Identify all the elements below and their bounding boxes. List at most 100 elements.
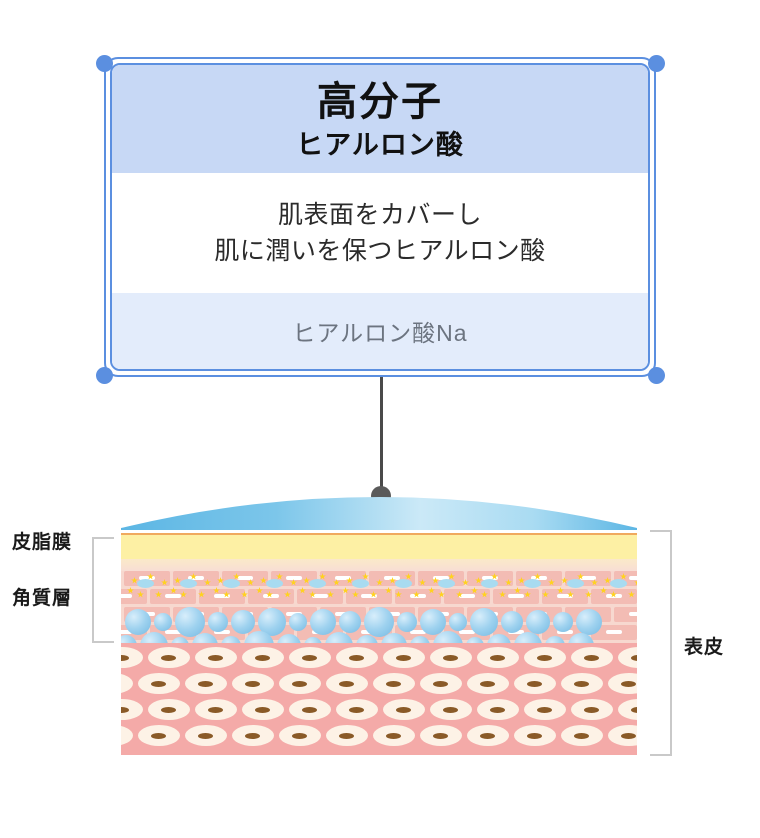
cell-nucleus [480, 733, 495, 739]
corner-dot-bottom-right [648, 367, 665, 384]
hyaluronic-fragment [438, 579, 455, 588]
cell-nucleus [631, 655, 637, 661]
cell-nucleus [527, 681, 542, 687]
nmf-particle [342, 587, 349, 594]
nmf-particle [299, 587, 306, 594]
nmf-particle [471, 587, 478, 594]
hyaluronic-fragment [223, 579, 240, 588]
sebum-transition-layer [121, 559, 637, 571]
hyaluronic-fragment [610, 579, 627, 588]
cell-nucleus [339, 733, 354, 739]
hyaluronic-acid-sphere [208, 612, 228, 632]
corneum-cell-gap [335, 576, 351, 580]
nmf-particle [180, 591, 187, 598]
nmf-particle [462, 579, 469, 586]
corner-dot-top-right [648, 55, 665, 72]
cell-nucleus [386, 733, 401, 739]
cell-nucleus [151, 733, 166, 739]
nmf-particle [352, 591, 359, 598]
nmf-particle [127, 587, 134, 594]
corneum-cell-gap [361, 594, 377, 598]
nmf-particle [284, 591, 291, 598]
cell-nucleus [339, 681, 354, 687]
nmf-particle [346, 577, 353, 584]
cell-nucleus [121, 655, 129, 661]
nmf-particle [432, 577, 439, 584]
cell-nucleus [255, 707, 270, 713]
corneum-cell-gap [384, 576, 400, 580]
hyaluronic-acid-sphere [325, 632, 353, 643]
water-film-layer [121, 497, 637, 530]
nmf-particle [514, 587, 521, 594]
cell-nucleus [245, 681, 260, 687]
epidermis-cell [618, 647, 637, 668]
card-subtitle: ヒアルロン酸 [296, 130, 464, 160]
info-card: 高分子 ヒアルロン酸 肌表面をカバーし 肌に潤いを保つヒアルロン酸 ヒアルロン酸… [104, 57, 656, 377]
info-card-inner-frame: 高分子 ヒアルロン酸 肌表面をカバーし 肌に潤いを保つヒアルロン酸 ヒアルロン酸… [110, 63, 650, 371]
nmf-particle [505, 579, 512, 586]
nmf-particle [419, 579, 426, 586]
hyaluronic-acid-sphere [125, 609, 151, 635]
nmf-particle [481, 591, 488, 598]
nmf-particle [620, 573, 627, 580]
hyaluronic-acid-sphere [364, 607, 394, 637]
nmf-particle [634, 579, 637, 586]
nmf-particle [217, 577, 224, 584]
nmf-particle [233, 573, 240, 580]
nmf-particle [256, 587, 263, 594]
nmf-particle [204, 579, 211, 586]
hyaluronic-acid-sphere [545, 636, 565, 643]
corneum-cell-gap [459, 630, 475, 634]
cell-nucleus [161, 707, 176, 713]
nmf-particle [376, 579, 383, 586]
corneum-cell-gap [580, 576, 596, 580]
hyaluronic-acid-sphere [310, 609, 336, 635]
hyaluronic-fragment [137, 579, 154, 588]
skin-cross-section-diagram [121, 476, 637, 755]
card-footer: ヒアルロン酸Na [112, 293, 648, 369]
nmf-particle [585, 591, 592, 598]
hyaluronic-acid-sphere [470, 608, 498, 636]
hyaluronic-acid-sphere [356, 635, 378, 643]
corneum-cell-gap [237, 576, 253, 580]
cell-nucleus [198, 733, 213, 739]
hyaluronic-acid-sphere [449, 613, 467, 631]
hyaluronic-acid-sphere [339, 611, 361, 633]
cell-nucleus [198, 681, 213, 687]
nmf-particle [266, 591, 273, 598]
hyaluronic-acid-sphere [175, 607, 205, 637]
cell-nucleus [255, 655, 270, 661]
cell-nucleus [302, 707, 317, 713]
hyaluronic-fragment [352, 579, 369, 588]
nmf-particle [518, 577, 525, 584]
cell-nucleus [245, 733, 260, 739]
nmf-particle [147, 573, 154, 580]
corneum-cell-gap [459, 594, 475, 598]
corner-dot-bottom-left [96, 367, 113, 384]
corneum-cell-gap [214, 594, 230, 598]
nmf-particle [456, 591, 463, 598]
cell-nucleus [443, 707, 458, 713]
nmf-particle [174, 577, 181, 584]
sebum-film-layer [121, 535, 637, 559]
nmf-particle [542, 591, 549, 598]
hyaluronic-acid-sphere [466, 637, 484, 643]
corneum-cell-gap [165, 630, 181, 634]
corneum-cell-gap [165, 594, 181, 598]
nmf-particle [137, 591, 144, 598]
nmf-particle [276, 573, 283, 580]
cell-nucleus [292, 681, 307, 687]
hyaluronic-acid-sphere [433, 631, 463, 643]
cell-nucleus [527, 733, 542, 739]
hyaluronic-acid-sphere [171, 637, 189, 643]
hyaluronic-acid-sphere [381, 633, 407, 643]
hyaluronic-fragment [481, 579, 498, 588]
nmf-particle [499, 591, 506, 598]
bracket-right [650, 530, 672, 756]
nmf-particle [561, 577, 568, 584]
epidermis-cell [121, 725, 133, 746]
cell-nucleus [574, 681, 589, 687]
cell-nucleus [208, 707, 223, 713]
epidermis-cell-layer [121, 643, 637, 755]
nmf-particle [577, 573, 584, 580]
